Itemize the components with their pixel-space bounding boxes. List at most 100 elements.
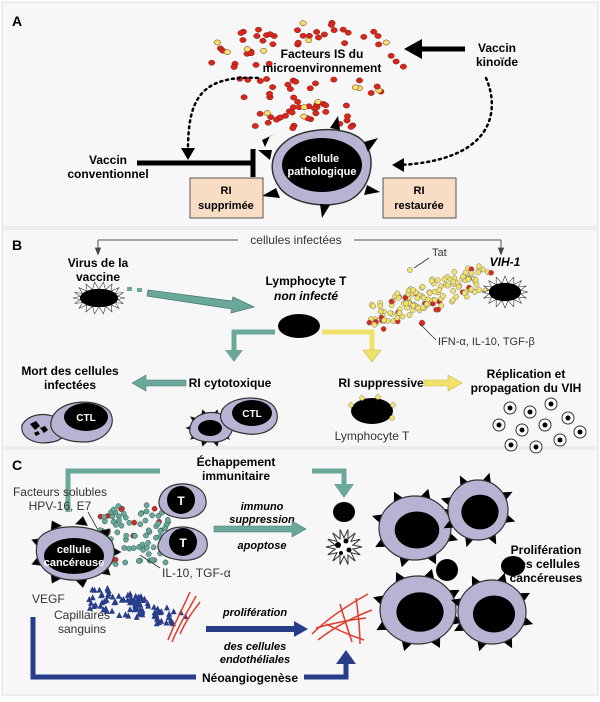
- tat-cytokine-dots: [366, 263, 494, 332]
- il10-label: IL-10, TGF-α: [162, 566, 231, 580]
- replication-line2: propagation du VIH: [471, 381, 582, 395]
- teal-elbow-left: [231, 329, 275, 352]
- vegf-triangles: [86, 585, 189, 627]
- kinoid-label-line2: kinoïde: [476, 55, 518, 69]
- tat-label: Tat: [432, 247, 447, 259]
- prolif-line3: cancéreuses: [510, 571, 583, 585]
- ri-restauree-line2: restaurée: [394, 200, 444, 212]
- factors-label-line1: Facteurs IS du: [281, 47, 364, 61]
- apoptotic-cell-top: [333, 502, 355, 522]
- ri-supprimee-line2: supprimée: [198, 200, 254, 212]
- yellow-arrow-supp: [423, 374, 463, 392]
- conv-label-line1: Vaccin: [89, 153, 127, 167]
- panel-b-letter: B: [12, 237, 22, 253]
- capillary-network: [311, 593, 373, 645]
- ctl-cell-left: CTL: [50, 401, 113, 443]
- ctl-label-right: CTL: [242, 409, 261, 420]
- ri-suppressive-label: RI suppressive: [338, 376, 424, 390]
- escape-line1: Échappement: [197, 454, 276, 469]
- cell-label-line1: cellule: [305, 153, 339, 165]
- teal-dash-2: [127, 287, 132, 291]
- lymph-label-line1: Lymphocyte T: [266, 274, 348, 288]
- escape-line2: immunitaire: [202, 469, 270, 483]
- prolif-line2: des cellules: [512, 557, 580, 571]
- lymph-label-line2: non infecté: [274, 289, 338, 303]
- capillary-left: [167, 591, 201, 643]
- ctl-cell-right: CTL: [220, 397, 278, 435]
- t-cell-top: T: [158, 483, 207, 519]
- ri-supprimee-line1: RI: [221, 185, 232, 197]
- t-label-top: T: [177, 494, 185, 508]
- virus-label-line1: Virus de la: [68, 256, 129, 270]
- virus-label-line2: vaccine: [76, 270, 120, 284]
- dotted-arrow-left-head: [181, 148, 195, 160]
- cancer-label-line2: cancéreuse: [44, 557, 105, 569]
- cytokines-label: IFN-α, IL-10, TGF-β: [438, 336, 535, 348]
- apoptose-label: apoptose: [238, 540, 287, 552]
- pathological-cell: cellule pathologique: [258, 116, 380, 218]
- conv-label-line2: conventionnel: [67, 167, 148, 181]
- apoptotic-cell-burst: [325, 529, 363, 565]
- teal-arrow-virus-to-lymph: [146, 289, 256, 314]
- infected-cells-label: cellules infectées: [250, 233, 341, 247]
- teal-arrow-cyto: [131, 374, 187, 392]
- yellow-elbow-right: [322, 329, 375, 352]
- factors-label-line2: microenvironnement: [263, 61, 382, 75]
- soluble-line2: HPV-16, E7: [29, 499, 92, 513]
- teal-elbow-left-head: [225, 350, 243, 362]
- ri-restauree-line1: RI: [414, 185, 425, 197]
- proliferating-cancer-cells: [372, 472, 534, 652]
- capillaries-line1: Capillaires: [54, 608, 110, 622]
- death-label-line2: infectées: [44, 378, 96, 392]
- vegf-label: VEGF: [32, 592, 65, 606]
- vaccinia-virus: [72, 281, 126, 315]
- immuno-arrow: [213, 520, 307, 538]
- ctl-label-left: CTL: [76, 413, 95, 424]
- hiv-virus: [481, 275, 529, 309]
- vih1-label: VIH-1: [490, 255, 521, 269]
- dotted-arrow-left: [186, 76, 260, 152]
- endo-line3: endothéliales: [220, 654, 290, 666]
- ri-restauree-box: [382, 177, 457, 219]
- dotted-arrow-right-head: [392, 158, 404, 172]
- neo-label: Néoangiogenèse: [202, 671, 298, 685]
- ri-cytotoxic-label: RI cytotoxique: [189, 376, 272, 390]
- panel-a-letter: A: [12, 13, 22, 29]
- t-label-bottom: T: [179, 536, 187, 550]
- escape-arrow: [65, 468, 347, 512]
- kinoid-arrow-head: [404, 39, 422, 59]
- death-label-line1: Mort des cellules: [21, 364, 119, 378]
- immuno-line1: immuno: [241, 501, 284, 513]
- immuno-line2: suppression: [229, 514, 295, 526]
- lymphocyte-t: [278, 314, 320, 338]
- endo-line1: prolifération: [222, 607, 287, 619]
- dotted-arrow-right: [398, 76, 493, 167]
- t-cell-bottom: T: [157, 526, 208, 561]
- yellow-elbow-right-head: [362, 349, 382, 363]
- lymphocyte-t-infected: [348, 394, 396, 424]
- panel-c-letter: C: [12, 457, 22, 473]
- cancer-cell: cellule cancéreuse: [31, 515, 122, 589]
- soluble-pointer: [87, 511, 99, 531]
- escape-arrow-head: [334, 484, 354, 498]
- neo-label-bg: [196, 669, 304, 685]
- is-factor-dots: [208, 19, 407, 131]
- kinoid-label-line1: Vaccin: [478, 41, 516, 55]
- cytokines-pointer: [419, 323, 437, 341]
- cancer-label-line1: cellule: [57, 544, 91, 556]
- soluble-line1: Facteurs solubles: [13, 485, 107, 499]
- replication-line1: Réplication et: [487, 367, 566, 381]
- capillaries-line2: sanguins: [58, 622, 106, 636]
- endo-line2: des cellules: [224, 641, 286, 653]
- ri-supprimee-box: [189, 177, 264, 219]
- hiv-replication-cluster: [492, 397, 587, 454]
- endo-arrow: [206, 621, 308, 637]
- neo-bracket-head: [336, 650, 356, 664]
- lymph-t-label: Lymphocyte T: [335, 429, 410, 443]
- prolif-line1: Prolifération: [511, 543, 582, 557]
- cell-label-line2: pathologique: [287, 166, 356, 178]
- teal-dash-1: [137, 288, 142, 292]
- neo-bracket: [30, 617, 349, 680]
- il10-pointer: [139, 554, 161, 569]
